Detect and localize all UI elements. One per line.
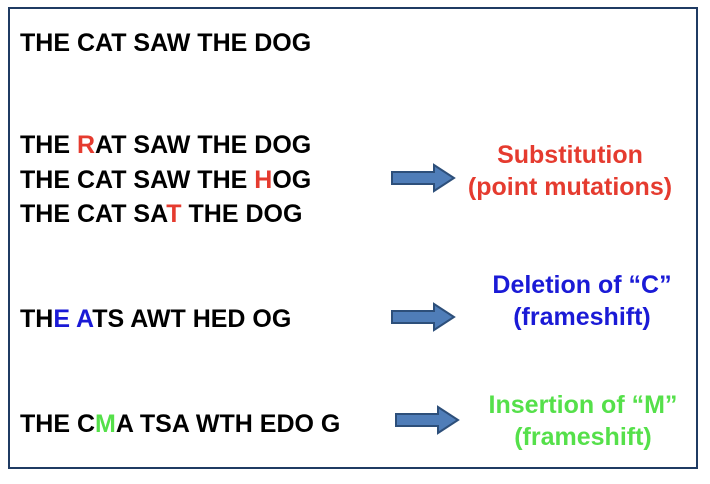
- deletion-label-subtitle: (frameshift): [513, 303, 651, 331]
- deletion-sentence: THE ATS AWT HED OG: [20, 307, 291, 332]
- mutated-letter: H: [254, 166, 273, 194]
- insertion-sentence: THE CMA TSA WTH EDO G: [20, 412, 340, 437]
- mutated-letter: T: [166, 200, 182, 228]
- mutated-letter: A: [76, 305, 93, 333]
- insertion-label-subtitle: (frameshift): [514, 423, 652, 451]
- sentence-text: THE C: [20, 410, 95, 438]
- insertion-label-title: Insertion of “M”: [488, 391, 678, 419]
- sentence-text: THE CAT SAW THE DOG: [20, 29, 312, 57]
- sentence-text: THE CAT SAW THE: [20, 166, 255, 194]
- original-sentence: THE CAT SAW THE DOG: [20, 31, 311, 56]
- substitution-label: Substitution (point mutations): [450, 139, 690, 203]
- sentence-text: TS AWT HED OG: [92, 305, 292, 333]
- sentence-text: A TSA WTH EDO G: [115, 410, 341, 438]
- sentence-text: TH: [20, 305, 54, 333]
- substitution-sentence-3: THE CAT SAT THE DOG: [20, 202, 302, 227]
- sentence-text: OG: [272, 166, 312, 194]
- deletion-arrow-icon: [391, 302, 456, 332]
- substitution-sentence-1: THE RAT SAW THE DOG: [20, 133, 311, 158]
- substitution-sentence-2: THE CAT SAW THE HOG: [20, 168, 311, 193]
- diagram-frame: THE CAT SAW THE DOG THE RAT SAW THE DOG …: [8, 7, 698, 469]
- deletion-label-title: Deletion of “C”: [492, 271, 672, 299]
- mutated-letter: M: [95, 410, 116, 438]
- deletion-label: Deletion of “C” (frameshift): [472, 269, 692, 333]
- substitution-label-title: Substitution: [497, 141, 643, 169]
- sentence-text: THE: [20, 131, 77, 159]
- sentence-text: THE CAT SA: [20, 200, 167, 228]
- sentence-text: AT SAW THE DOG: [95, 131, 312, 159]
- sentence-text: THE DOG: [181, 200, 303, 228]
- insertion-arrow-icon: [395, 405, 460, 435]
- mutated-letter: R: [76, 131, 96, 159]
- insertion-label: Insertion of “M” (frameshift): [472, 389, 694, 453]
- substitution-label-subtitle: (point mutations): [467, 173, 673, 201]
- mutated-letter: E: [53, 305, 71, 333]
- substitution-arrow-icon: [391, 163, 456, 193]
